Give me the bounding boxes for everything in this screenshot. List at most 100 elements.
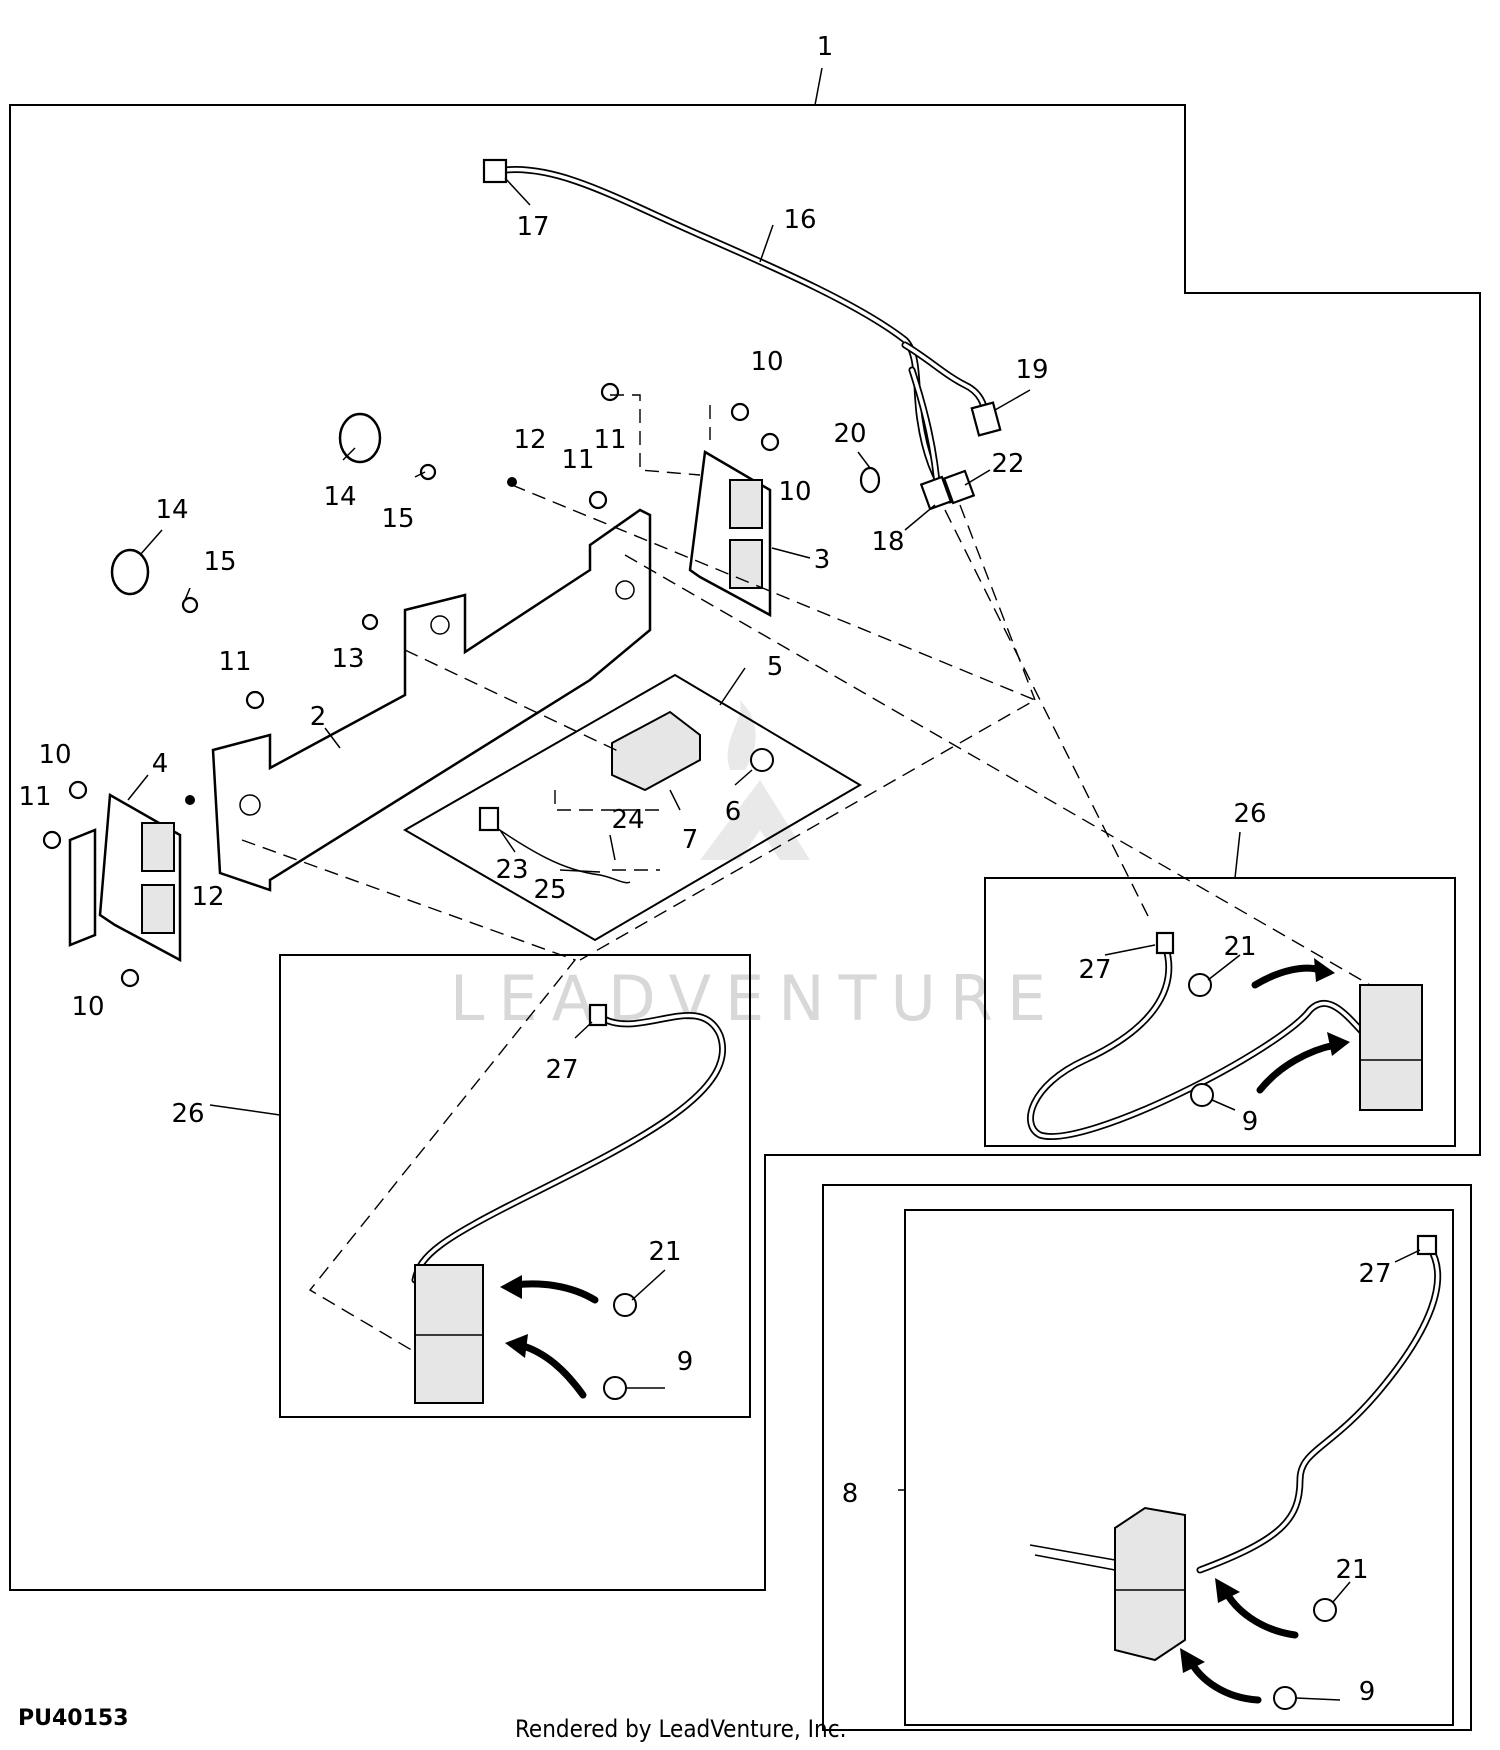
callout-21-left-box: 21 bbox=[648, 1237, 681, 1267]
lamp-housing-7 bbox=[611, 710, 701, 792]
callout-10: 10 bbox=[71, 992, 104, 1022]
callout-9-left-box: 9 bbox=[677, 1347, 694, 1377]
bracket-hole bbox=[430, 615, 450, 635]
callout-1: 1 bbox=[817, 32, 834, 62]
callout-6: 6 bbox=[725, 797, 742, 827]
assembly-leader-lines bbox=[241, 394, 1371, 1356]
connector-23 bbox=[478, 806, 500, 832]
callout-15: 15 bbox=[203, 547, 236, 577]
lamp-assembly-8 bbox=[1029, 1234, 1442, 1710]
callout-13: 13 bbox=[331, 644, 364, 674]
callout-9-box-8: 9 bbox=[1359, 1677, 1376, 1707]
connector-27 bbox=[1155, 931, 1175, 955]
callout-9-right-box: 9 bbox=[1242, 1107, 1259, 1137]
callout-11: 11 bbox=[18, 782, 51, 812]
screw-10 bbox=[730, 402, 750, 422]
callout-14: 14 bbox=[155, 495, 188, 525]
screw-10 bbox=[760, 432, 780, 452]
reflector-lower bbox=[729, 539, 763, 589]
render-credit: Rendered by LeadVenture, Inc. bbox=[515, 1715, 846, 1743]
callout-10: 10 bbox=[750, 347, 783, 377]
bulb-21 bbox=[1313, 1598, 1337, 1622]
screw-10 bbox=[68, 780, 88, 800]
callout-14: 14 bbox=[323, 482, 356, 512]
kit-boundary-outline bbox=[9, 104, 1481, 1591]
terminal-strip bbox=[1029, 1544, 1116, 1571]
reflector-plate-4 bbox=[98, 792, 182, 963]
round-reflector-14 bbox=[338, 412, 382, 464]
main-wiring-harness bbox=[501, 166, 989, 504]
callout-16: 16 bbox=[783, 205, 816, 235]
cable-clamp-20 bbox=[859, 466, 881, 494]
callout-20: 20 bbox=[833, 419, 866, 449]
callout-3: 3 bbox=[814, 545, 831, 575]
callout-21-box-8: 21 bbox=[1335, 1555, 1368, 1585]
bracket-4-flange bbox=[68, 828, 97, 947]
lamp-assembly-26-left-box bbox=[279, 954, 751, 1418]
connector-19 bbox=[970, 401, 1002, 437]
reflector-lower bbox=[141, 884, 175, 934]
callout-18: 18 bbox=[871, 527, 904, 557]
lamp-assembly-8-inner-box bbox=[904, 1209, 1454, 1726]
callout-25: 25 bbox=[533, 875, 566, 905]
nut-11 bbox=[600, 382, 620, 402]
bracket-hole bbox=[239, 794, 261, 816]
watermark-logo bbox=[700, 700, 810, 860]
pigtail-harness-23 bbox=[491, 824, 631, 884]
connector-27 bbox=[588, 1003, 608, 1027]
lamp-assembly-8-outer-box bbox=[822, 1184, 1472, 1731]
callout-10: 10 bbox=[778, 477, 811, 507]
watermark-text: LEADVENTURE bbox=[450, 962, 1060, 1035]
bulb-9 bbox=[603, 1376, 627, 1400]
connector-17 bbox=[482, 158, 508, 184]
callout-5: 5 bbox=[767, 652, 784, 682]
bracket-hole bbox=[615, 580, 635, 600]
callout-15: 15 bbox=[381, 504, 414, 534]
screw-15 bbox=[419, 463, 437, 481]
lamp-assembly-26-left bbox=[411, 1003, 726, 1404]
callout-10: 10 bbox=[38, 740, 71, 770]
callout-27-box-8: 27 bbox=[1358, 1259, 1391, 1289]
bulb-9 bbox=[1190, 1083, 1214, 1107]
bulb-21 bbox=[613, 1293, 637, 1317]
callout-27-left-box: 27 bbox=[545, 1055, 578, 1085]
reflector-upper bbox=[729, 479, 763, 529]
callout-26-left-box: 26 bbox=[171, 1099, 204, 1129]
callout-11: 11 bbox=[561, 445, 594, 475]
callout-19: 19 bbox=[1015, 355, 1048, 385]
lamp-housing bbox=[1359, 984, 1423, 1111]
bulb-9 bbox=[1273, 1686, 1297, 1710]
callout-27-right-box: 27 bbox=[1078, 955, 1111, 985]
callout-17: 17 bbox=[516, 212, 549, 242]
screw-15 bbox=[181, 596, 199, 614]
callout-11: 11 bbox=[593, 425, 626, 455]
nut-11 bbox=[245, 690, 265, 710]
callout-2: 2 bbox=[310, 702, 327, 732]
callout-12: 12 bbox=[191, 882, 224, 912]
callout-24: 24 bbox=[611, 805, 644, 835]
mounting-bracket-2 bbox=[211, 508, 652, 892]
screw-10 bbox=[120, 968, 140, 988]
callout-26-right-box: 26 bbox=[1233, 799, 1266, 829]
washer-12 bbox=[507, 477, 517, 487]
reflector-upper bbox=[141, 822, 175, 872]
callout-21-right-box: 21 bbox=[1223, 932, 1256, 962]
connector-18 bbox=[919, 475, 953, 511]
callout-22: 22 bbox=[991, 449, 1024, 479]
callout-4: 4 bbox=[152, 749, 169, 779]
round-reflector-14 bbox=[110, 548, 150, 596]
screw-13 bbox=[361, 613, 379, 631]
callout-11: 11 bbox=[218, 647, 251, 677]
nut-11 bbox=[588, 490, 608, 510]
washer-12 bbox=[185, 795, 195, 805]
lamp-assembly-26-right bbox=[1027, 931, 1423, 1140]
reflector-plate-3 bbox=[688, 449, 772, 618]
callout-leaders bbox=[127, 67, 1421, 1701]
nut-11 bbox=[42, 830, 62, 850]
kit-5-outline bbox=[402, 673, 862, 942]
figure-code: PU40153 bbox=[18, 1706, 129, 1731]
lamp-assembly-26-right-box bbox=[984, 877, 1456, 1147]
lamp-housing bbox=[414, 1264, 484, 1404]
connector-27 bbox=[1416, 1234, 1438, 1256]
